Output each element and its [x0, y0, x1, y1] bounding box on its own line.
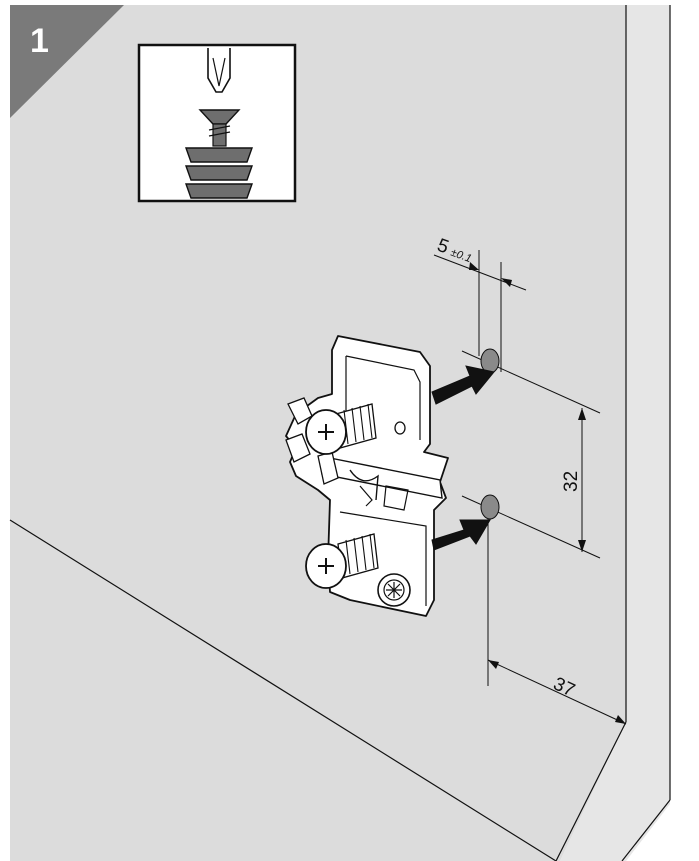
step-number: 1: [30, 22, 49, 60]
panel-edge-line: [555, 721, 627, 861]
screwdriver-dowel-icon: [137, 43, 297, 203]
cabinet-back-panel: [560, 5, 670, 861]
panel-edge-line: [621, 799, 671, 861]
panel-edge-line: [9, 519, 557, 861]
mounting-plate-icon: [285, 335, 449, 617]
drill-hole-lower: [480, 494, 500, 520]
insert-arrow-lower: [431, 519, 491, 551]
dim-hole-spacing-value: 32: [561, 471, 582, 492]
insert-arrow-upper: [431, 365, 495, 405]
step-badge: [10, 5, 124, 118]
